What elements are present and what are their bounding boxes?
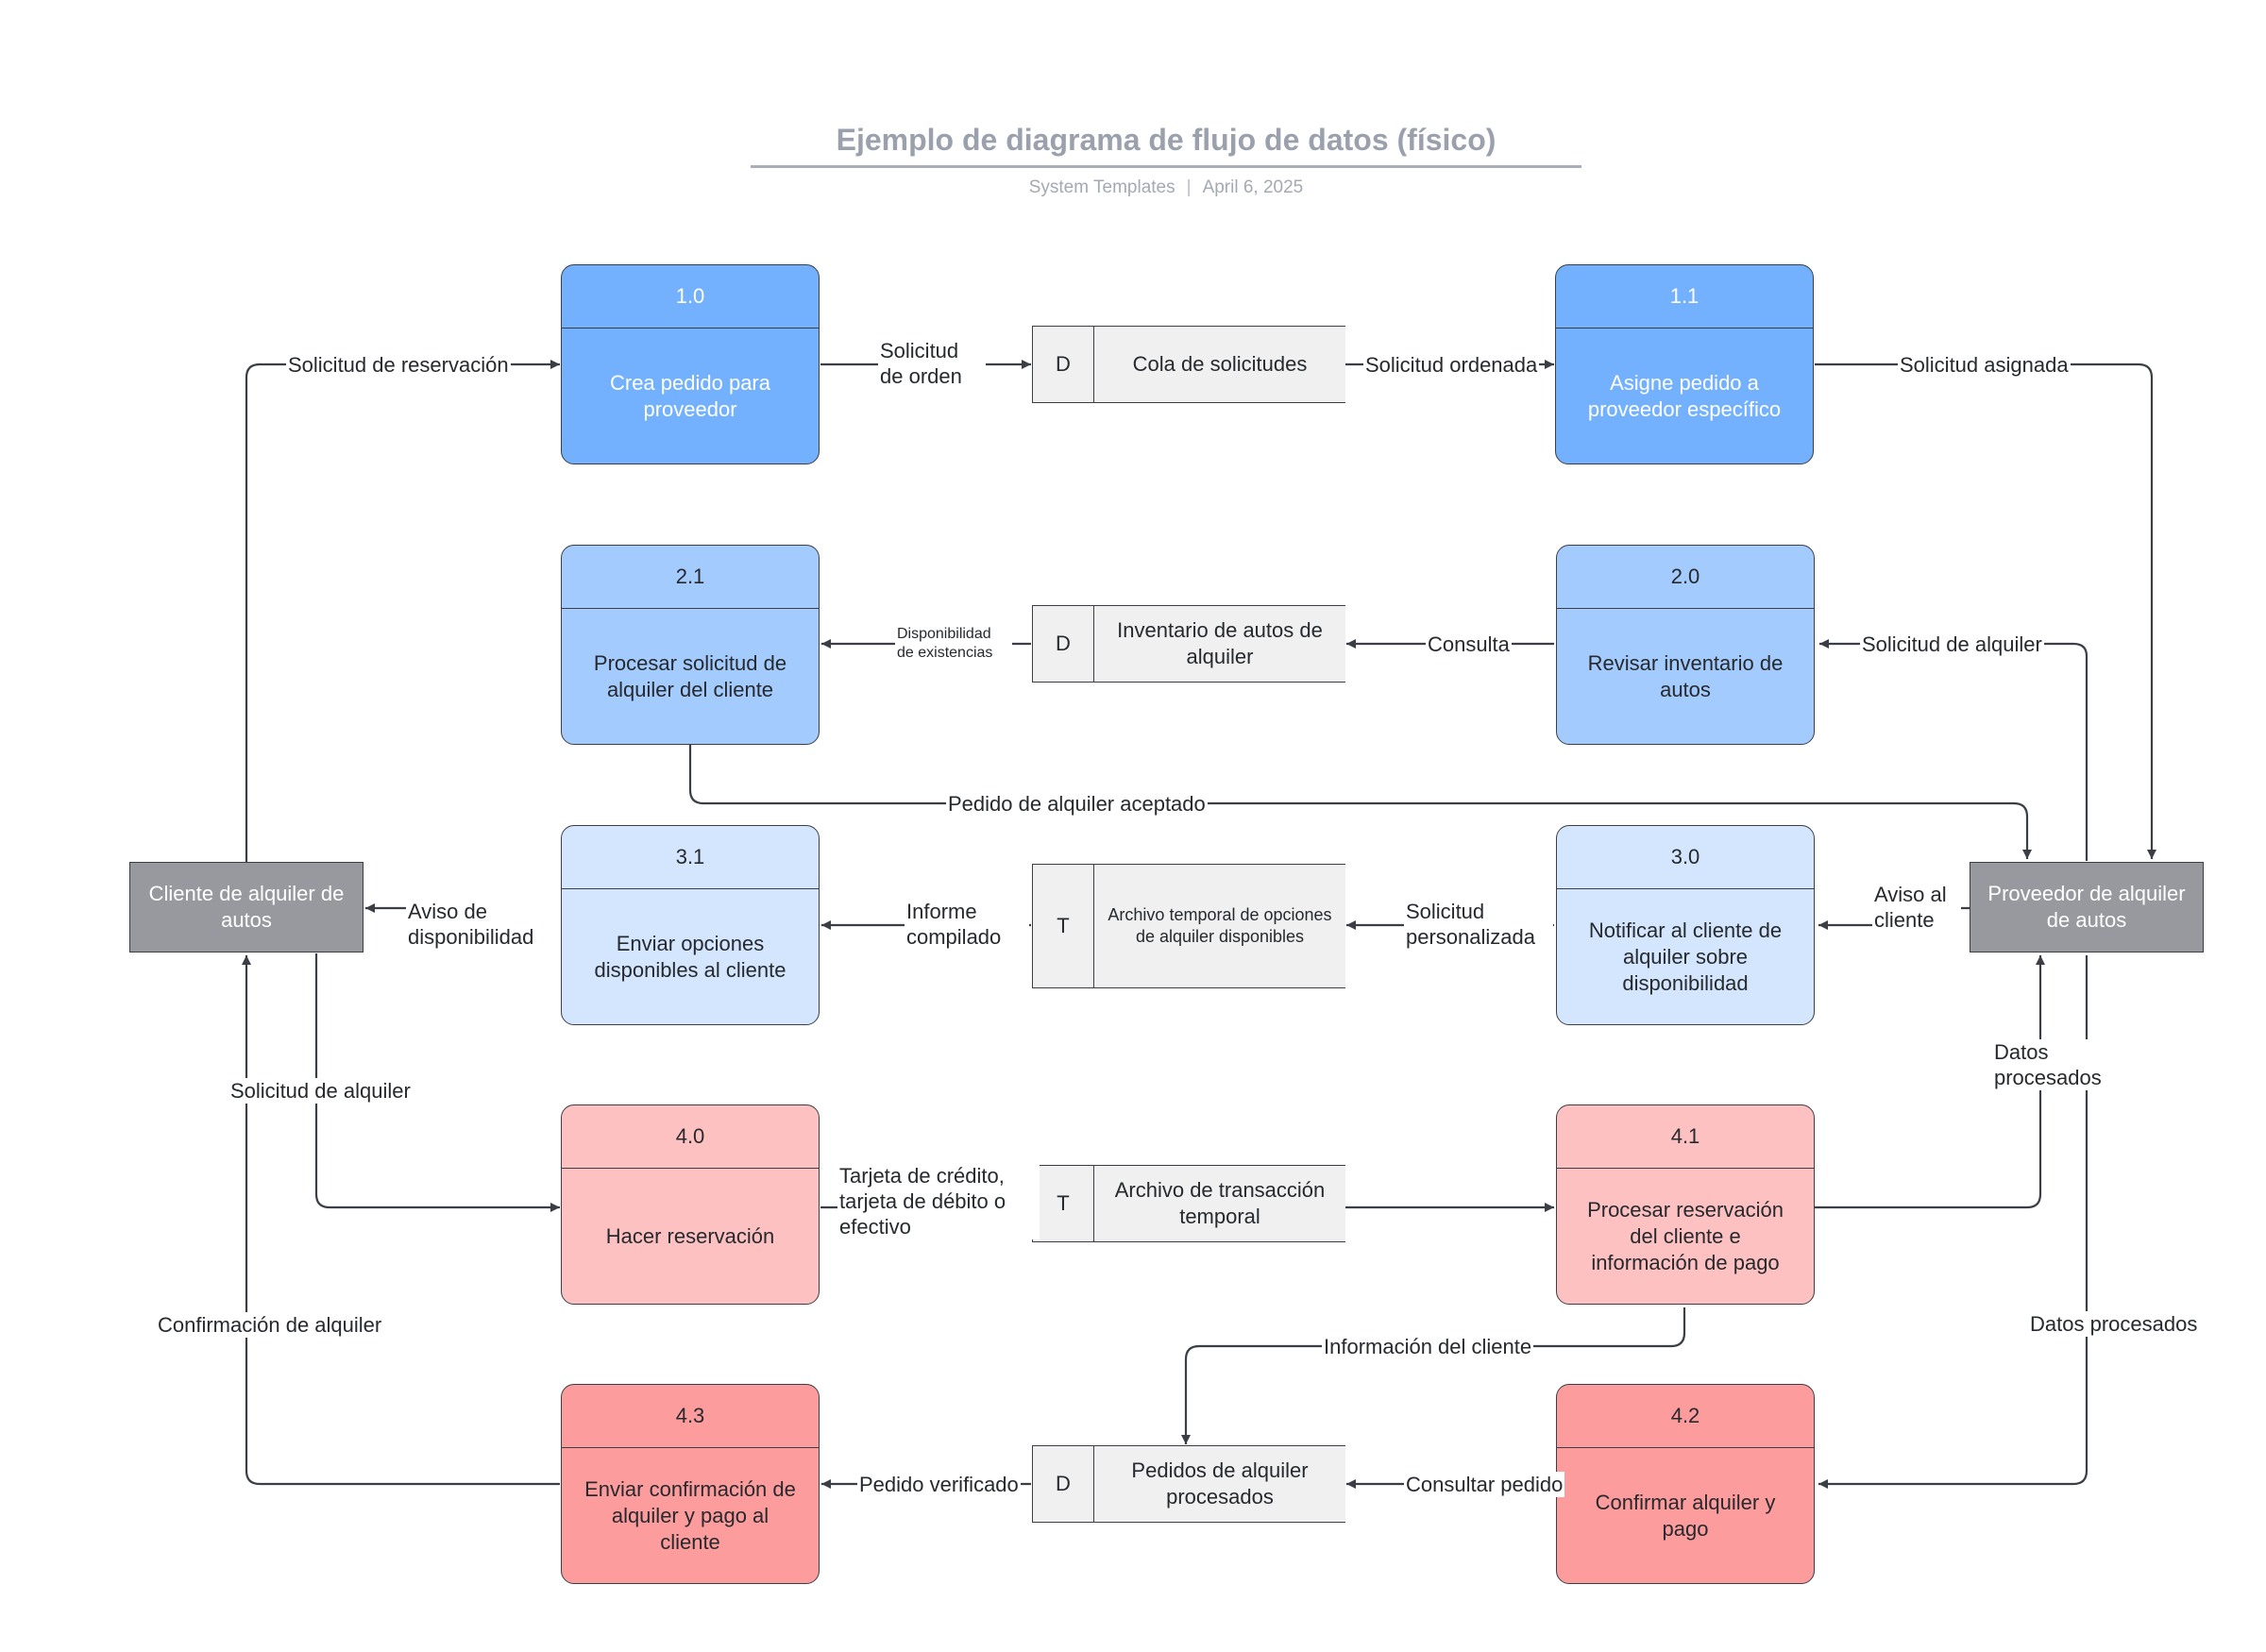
process-label: Hacer reservación [605, 1224, 775, 1248]
store-id: T [1033, 865, 1094, 987]
process-label: Enviar confirmación de alquiler y pago a… [584, 1477, 796, 1554]
process-id: 1.1 [1556, 265, 1813, 329]
store-archivo-opciones[interactable]: T Archivo temporal de opciones de alquil… [1032, 864, 1345, 988]
process-2-1[interactable]: 2.1 Procesar solicitud de alquiler del c… [561, 545, 820, 745]
flow-label-pedido-verificado: Pedido verificado [857, 1472, 1021, 1497]
flow-label-solicitud-alquiler-cliente: Solicitud de alquiler [228, 1078, 413, 1104]
store-label: Archivo de transacción temporal [1114, 1178, 1326, 1228]
store-cola-solicitudes[interactable]: D Cola de solicitudes [1032, 326, 1345, 403]
process-label: Asigne pedido a proveedor específico [1587, 371, 1782, 421]
diagram-subtitle: System Templates | April 6, 2025 [751, 177, 1581, 198]
process-label: Procesar solicitud de alquiler del clien… [593, 651, 787, 701]
store-label: Archivo temporal de opciones de alquiler… [1108, 905, 1332, 946]
flow-label-aviso-disponibilidad: Aviso de disponibilidad [406, 899, 561, 950]
process-id: 3.0 [1557, 826, 1814, 889]
flow-label-solicitud-asignada: Solicitud asignada [1898, 352, 2071, 378]
process-4-0[interactable]: 4.0 Hacer reservación [561, 1104, 820, 1305]
flow-line-confirmacion [242, 955, 560, 1486]
store-label: Inventario de autos de alquiler [1117, 618, 1323, 668]
flow-label-solicitud-ordenada: Solicitud ordenada [1363, 352, 1540, 378]
process-label: Revisar inventario de autos [1587, 651, 1784, 701]
store-archivo-transaccion[interactable]: T Archivo de transacción temporal [1032, 1165, 1345, 1242]
process-id: 2.1 [562, 546, 819, 609]
process-label: Procesar reservación del cliente e infor… [1587, 1198, 1784, 1274]
process-4-3[interactable]: 4.3 Enviar confirmación de alquiler y pa… [561, 1384, 820, 1584]
process-label: Notificar al cliente de alquiler sobre d… [1588, 919, 1783, 995]
process-label: Confirmar alquiler y pago [1595, 1491, 1776, 1541]
entity-cliente[interactable]: Cliente de alquiler de autos [129, 862, 364, 952]
store-id: D [1033, 606, 1094, 682]
store-label: Pedidos de alquiler procesados [1131, 1458, 1309, 1509]
store-id: D [1033, 327, 1094, 402]
flow-label-consulta: Consulta [1426, 632, 1512, 657]
flow-label-confirmacion: Confirmación de alquiler [156, 1312, 384, 1338]
flow-label-solicitud-alquiler-proveedor: Solicitud de alquiler [1860, 632, 2044, 657]
process-3-0[interactable]: 3.0 Notificar al cliente de alquiler sob… [1556, 825, 1815, 1025]
flow-line-solicitud-alquiler-proveedor [1819, 639, 2088, 861]
flow-line-pedido-aceptado [688, 745, 2032, 859]
flow-label-datos-procesados-1: Datos procesados [1992, 1039, 2128, 1090]
flow-line-datos-procesados-2 [1818, 955, 2088, 1489]
process-id: 4.3 [562, 1385, 819, 1448]
date-label: April 6, 2025 [1202, 177, 1304, 197]
flow-label-solicitud-personalizada: Solicitud personalizada [1404, 899, 1553, 950]
flow-label-aviso-cliente: Aviso al cliente [1872, 882, 1961, 933]
flow-label-tarjeta: Tarjeta de crédito, tarjeta de débito o … [837, 1163, 1040, 1239]
store-id: D [1033, 1446, 1094, 1522]
entity-proveedor[interactable]: Proveedor de alquiler de autos [1970, 862, 2204, 952]
process-1-1[interactable]: 1.1 Asigne pedido a proveedor específico [1555, 264, 1814, 464]
author-label: System Templates [1028, 177, 1175, 197]
store-pedidos-procesados[interactable]: D Pedidos de alquiler procesados [1032, 1445, 1345, 1523]
flow-label-consultar-pedido: Consultar pedido [1404, 1472, 1565, 1497]
flow-label-solicitud-reservacion: Solicitud de reservación [286, 352, 511, 378]
process-id: 2.0 [1557, 546, 1814, 609]
process-2-0[interactable]: 2.0 Revisar inventario de autos [1556, 545, 1815, 745]
process-id: 3.1 [562, 826, 819, 889]
flow-line-solicitud-asignada [1815, 362, 2156, 859]
process-1-0[interactable]: 1.0 Crea pedido para proveedor [561, 264, 820, 464]
diagram-title: Ejemplo de diagrama de flujo de datos (f… [836, 123, 1497, 157]
process-3-1[interactable]: 3.1 Enviar opciones disponibles al clien… [561, 825, 820, 1025]
process-id: 1.0 [562, 265, 819, 329]
flow-label-informe-compilado: Informe compilado [905, 899, 1029, 950]
process-id: 4.0 [562, 1105, 819, 1169]
process-id: 4.2 [1557, 1385, 1814, 1448]
process-4-1[interactable]: 4.1 Procesar reservación del cliente e i… [1556, 1104, 1815, 1305]
flow-line-datos-procesados-1 [1815, 955, 2045, 1209]
flow-line-solicitud-reservacion [245, 360, 560, 863]
separator: | [1186, 177, 1192, 197]
process-label: Enviar opciones disponibles al cliente [594, 932, 786, 982]
flow-label-disponibilidad: Disponibilidad de existencias [895, 625, 1012, 663]
flow-label-solicitud-orden: Solicitud de orden [878, 338, 986, 389]
flow-line-solicitud-alquiler-cliente [314, 953, 560, 1212]
store-inventario-autos[interactable]: D Inventario de autos de alquiler [1032, 605, 1345, 683]
title-underline [751, 165, 1581, 168]
flow-label-informacion-cliente: Información del cliente [1322, 1334, 1534, 1359]
store-label: Cola de solicitudes [1132, 352, 1308, 376]
process-4-2[interactable]: 4.2 Confirmar alquiler y pago [1556, 1384, 1815, 1584]
flow-label-datos-procesados-2: Datos procesados [2028, 1311, 2200, 1337]
process-id: 4.1 [1557, 1105, 1814, 1169]
store-id: T [1033, 1166, 1094, 1241]
flow-label-pedido-aceptado: Pedido de alquiler aceptado [946, 791, 1208, 817]
process-label: Crea pedido para proveedor [609, 371, 770, 421]
